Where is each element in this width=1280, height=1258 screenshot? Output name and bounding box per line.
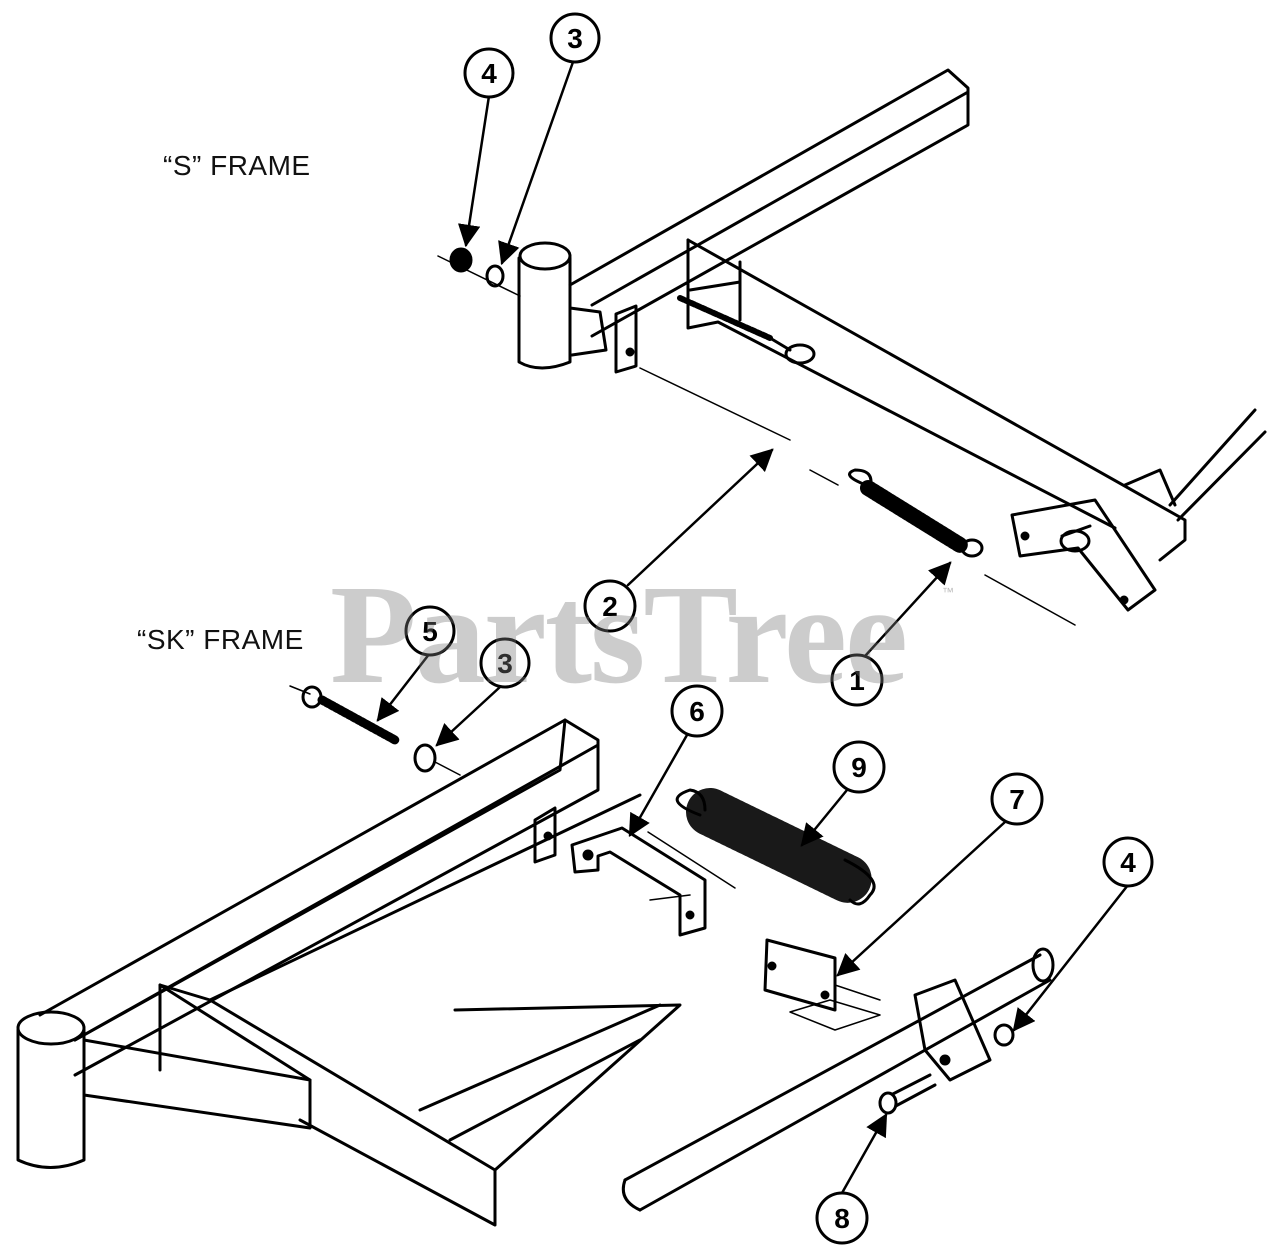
sk-frame-drawing <box>16 685 1055 1227</box>
callout-balloon: 5 <box>404 605 456 657</box>
callout-balloon: 4 <box>1102 836 1154 888</box>
callout-balloon: 1 <box>830 653 884 707</box>
callout-balloon: 3 <box>479 637 531 689</box>
callout-balloon: 2 <box>583 579 637 633</box>
watermark-trademark: ™ <box>942 585 954 599</box>
callout-number: 2 <box>602 591 618 622</box>
callout-number: 9 <box>851 752 867 783</box>
callout-number: 3 <box>567 23 583 54</box>
callout-number: 3 <box>497 648 513 679</box>
callout-balloon: 9 <box>832 740 886 794</box>
callout-balloon: 4 <box>463 47 515 99</box>
s-frame-drawing <box>437 68 1267 626</box>
callout-number: 7 <box>1009 784 1025 815</box>
s-frame-label: “S” FRAME <box>163 150 311 181</box>
callout-number: 5 <box>422 616 438 647</box>
callout-number: 4 <box>481 58 497 89</box>
callout-leaders <box>376 60 1130 1195</box>
callout-number: 4 <box>1120 847 1136 878</box>
callout-number: 1 <box>849 665 865 696</box>
callout-balloons: 4 3 2 1 5 3 6 9 <box>404 12 1154 1245</box>
sk-frame-label: “SK” FRAME <box>137 624 304 655</box>
callout-number: 8 <box>834 1203 850 1234</box>
callout-number: 6 <box>689 696 705 727</box>
callout-balloon: 3 <box>549 12 601 64</box>
callout-balloon: 7 <box>990 772 1044 826</box>
callout-balloon: 6 <box>670 684 724 738</box>
callout-balloon: 8 <box>815 1191 869 1245</box>
